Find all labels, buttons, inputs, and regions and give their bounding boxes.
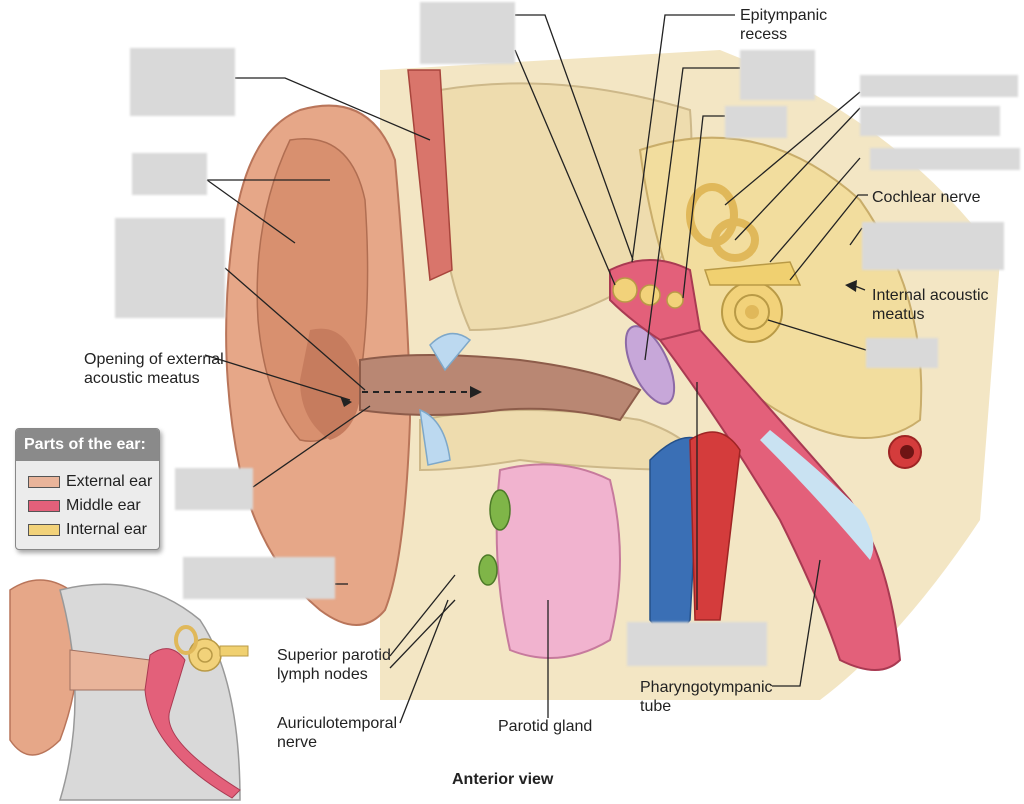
label-mask-14	[627, 622, 767, 666]
label-mask-1	[130, 48, 235, 116]
label-pharyngotympanic-tube: Pharyngotympanic tube	[640, 679, 773, 715]
label-parotid-gland: Parotid gland	[498, 718, 593, 735]
lymph-node-2	[478, 554, 498, 586]
internal-meatus-arrowhead	[845, 280, 857, 292]
label-superior-parotid-nodes: Superior parotid lymph nodes	[277, 647, 391, 683]
label-auriculotemporal-nerve: Auriculotemporal nerve	[277, 715, 398, 751]
legend-item-middle: Middle ear	[28, 497, 141, 515]
label-mask-9	[860, 75, 1018, 97]
ossicle-stapes	[666, 291, 684, 309]
sinus-lower	[419, 408, 451, 466]
lymph-node-1	[489, 489, 511, 531]
label-mask-4	[175, 468, 253, 510]
label-mask-8	[725, 106, 787, 138]
legend-box: Parts of the ear: External ear Middle ea…	[15, 428, 160, 550]
swatch-external-ear	[28, 475, 60, 488]
legend-item-external: External ear	[28, 473, 152, 491]
legend-item-internal: Internal ear	[28, 521, 147, 539]
label-mask-2	[132, 153, 207, 195]
opening-arrowhead	[340, 396, 352, 407]
swatch-internal-ear	[28, 523, 60, 536]
label-cochlear-nerve: Cochlear nerve	[872, 189, 981, 206]
label-internal-acoustic-meatus: Internal acoustic meatus	[872, 287, 989, 323]
meatus-arrowhead	[470, 386, 482, 398]
legend-label-internal: Internal ear	[66, 521, 147, 538]
cochlea-inner	[734, 294, 770, 330]
semicircular-canal-2	[711, 218, 759, 262]
label-mask-5	[183, 557, 335, 599]
tympanic-membrane	[624, 325, 676, 405]
vestibulocochlear-nerve	[703, 261, 802, 286]
label-mask-11	[870, 148, 1020, 170]
inset-ear-drawing	[9, 579, 249, 801]
internal-carotid-artery	[689, 431, 741, 621]
label-epitympanic-recess: Epitympanic recess	[740, 7, 828, 43]
vessel-lumen	[900, 445, 914, 459]
external-acoustic-meatus	[359, 354, 642, 422]
ossicle-malleus	[612, 277, 638, 303]
swatch-middle-ear	[28, 499, 60, 512]
parotid-gland	[495, 463, 621, 659]
label-mask-10	[860, 106, 1000, 136]
diagram-caption: Anterior view	[452, 771, 554, 788]
label-mask-3	[115, 218, 225, 318]
cochlea-core	[745, 305, 759, 319]
label-mask-7	[740, 50, 815, 100]
ossicle-incus	[639, 284, 661, 306]
pharyngotympanic-tube	[658, 328, 902, 671]
label-mask-13	[866, 338, 938, 368]
leader-lines	[204, 14, 868, 724]
temporalis-muscle	[407, 69, 453, 282]
tube-lumen	[760, 430, 874, 560]
label-mask-12	[862, 222, 1004, 270]
sinus-upper	[429, 332, 472, 372]
concha	[300, 328, 362, 440]
legend-label-external: External ear	[66, 473, 153, 490]
label-opening-external-meatus: Opening of external acoustic meatus	[84, 351, 224, 387]
legend-label-middle: Middle ear	[66, 497, 141, 514]
label-mask-6	[420, 2, 515, 64]
legend-title: Parts of the ear:	[16, 429, 159, 461]
